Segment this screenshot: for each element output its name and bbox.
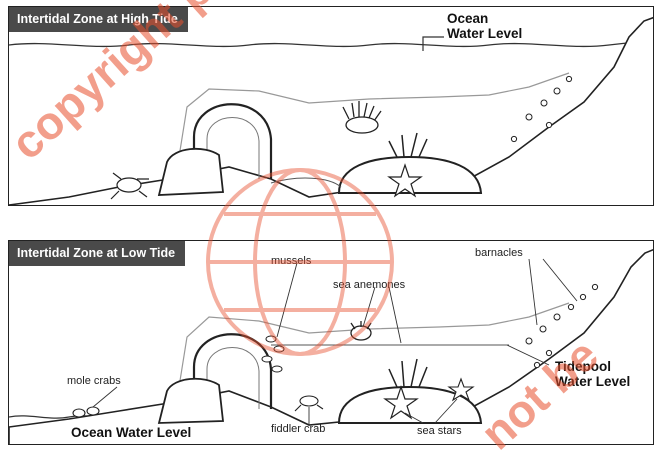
boulder [159,149,223,195]
low-tide-panel: Intertidal Zone at Low Tide mussels barn… [8,240,654,445]
leader-mussels [277,263,297,337]
diagram-stage: Intertidal Zone at High Tide Ocean Water… [0,0,656,450]
high-tide-illustration [9,7,654,206]
label-tidepool-line2: Water Level [555,374,630,389]
label-sea-stars: sea stars [417,425,462,437]
label-mole-crabs: mole crabs [67,375,121,387]
seaweed [389,133,427,157]
ocean-water-surface [9,43,627,46]
label-sea-anemones: sea anemones [333,279,405,291]
low-tide-title: Intertidal Zone at Low Tide [9,241,185,266]
high-tide-panel: Intertidal Zone at High Tide Ocean Water… [8,6,654,206]
boulder-low [159,379,223,423]
label-fiddler-crab: fiddler crab [271,423,325,435]
label-ocean-water-level: Ocean Water Level [71,425,191,440]
sea-anemone-low [351,321,371,340]
mussels-cluster [262,336,284,372]
leader-mole-crabs [93,387,117,407]
water-level-marker [423,37,444,51]
sea-anemone [343,101,381,133]
high-tide-title: Intertidal Zone at High Tide [9,7,188,32]
ocean-label-line1: Ocean [447,11,488,26]
label-tidepool-line1: Tidepool [555,359,611,374]
label-barnacles: barnacles [475,247,523,259]
label-mussels: mussels [271,255,311,267]
leader-barnacles [529,259,577,325]
leader-tidepool [507,345,549,365]
shoreline-low [9,249,654,445]
low-tide-illustration [9,241,654,445]
ocean-label-line2: Water Level [447,26,522,41]
rock-ridge [179,73,569,157]
seaweed-low [389,359,427,387]
